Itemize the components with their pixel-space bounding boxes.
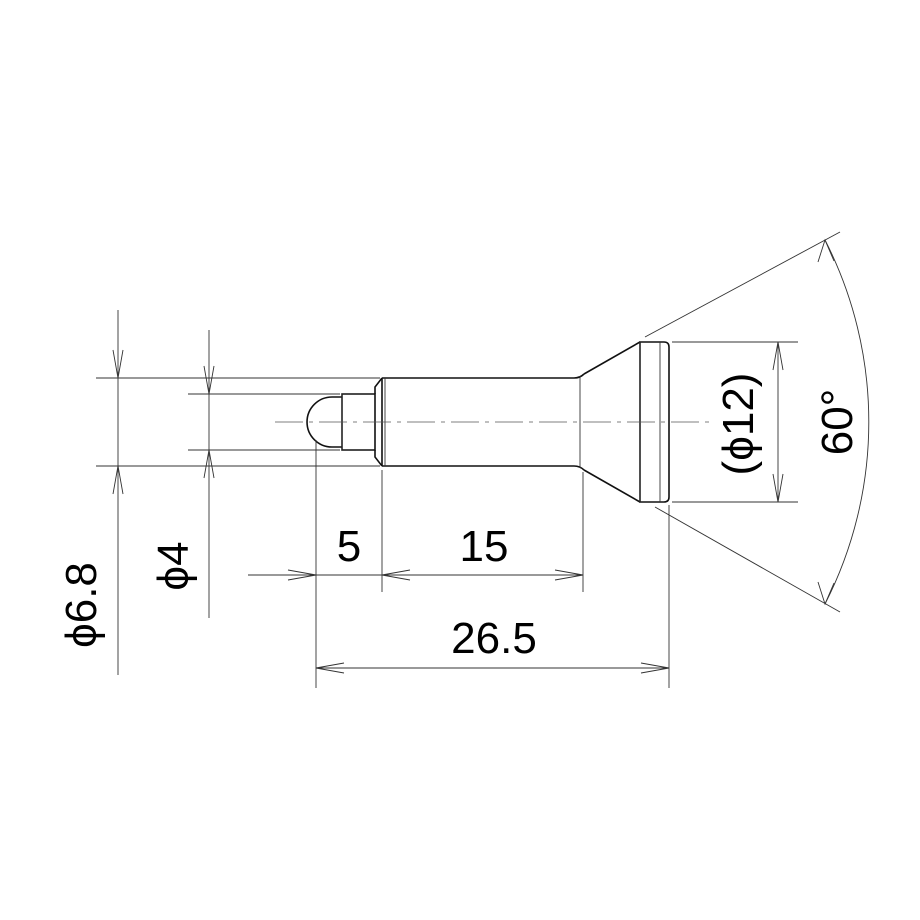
label-len-26-5: 26.5: [451, 614, 537, 663]
arrow: [554, 569, 584, 581]
arrow: [772, 473, 784, 503]
arrow: [203, 365, 215, 395]
arrow: [112, 465, 124, 495]
label-dia-12: (ϕ12): [714, 373, 763, 476]
cone-face: [639, 341, 670, 503]
arrow: [287, 569, 317, 581]
arrow: [381, 569, 411, 581]
label-dia-6-8: ϕ6.8: [57, 562, 106, 648]
arrow: [112, 349, 124, 379]
arrow: [817, 238, 835, 263]
arrow: [203, 449, 215, 479]
label-len-5: 5: [337, 522, 361, 571]
arrow: [315, 662, 345, 674]
extension-lines: [96, 231, 841, 688]
label-dia-4: ϕ4: [149, 541, 198, 590]
arrow: [772, 341, 784, 371]
arrow: [640, 662, 670, 674]
dimension-lines: [112, 238, 870, 675]
arrow: [817, 581, 835, 606]
tip-dome: [306, 396, 342, 448]
label-angle-60: 60°: [813, 389, 862, 456]
neck-groove: [374, 377, 383, 467]
label-len-15: 15: [460, 522, 509, 571]
cone: [583, 341, 641, 503]
dim-arc-60: [824, 239, 870, 605]
shank-fillet: [573, 373, 585, 471]
